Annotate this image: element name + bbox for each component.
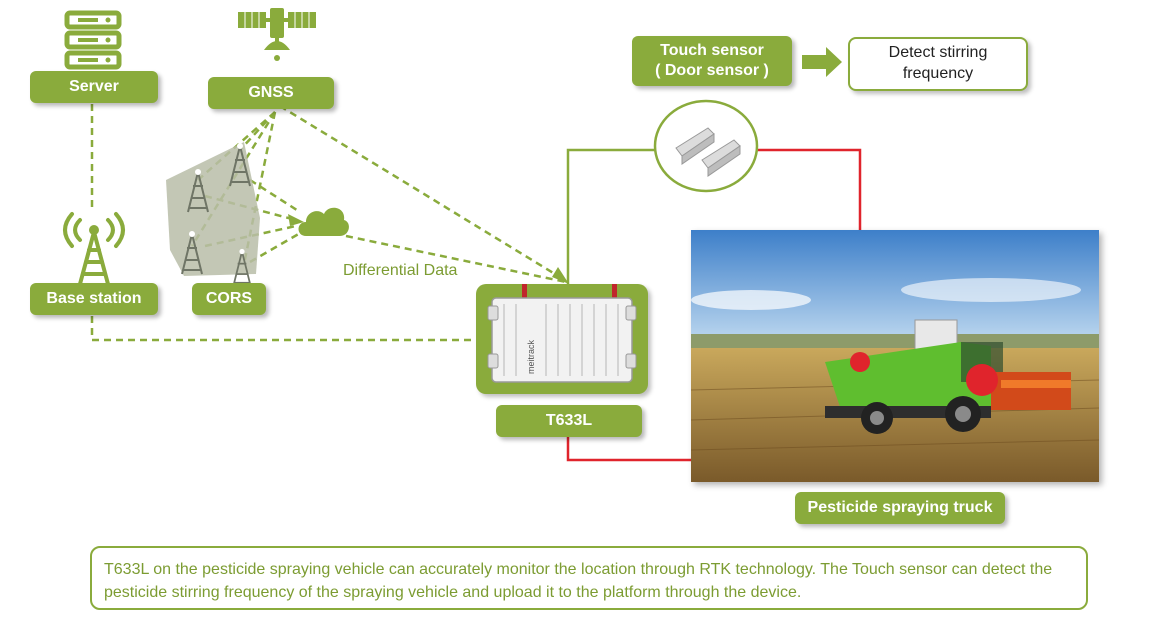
antenna-tower-icon bbox=[63, 212, 125, 286]
tower-icon bbox=[181, 231, 203, 275]
cloud-icon bbox=[298, 207, 349, 236]
detect-label-line2: frequency bbox=[902, 65, 974, 82]
tower-icon bbox=[229, 143, 251, 187]
tracker-device-image: meitrack bbox=[487, 284, 637, 383]
server-label: Server bbox=[30, 71, 158, 103]
pesticide-truck-photo bbox=[691, 230, 1099, 482]
touch-sensor-label: Touch sensor ( Door sensor ) bbox=[632, 36, 792, 86]
touch-sensor-label-line1: Touch sensor bbox=[660, 42, 764, 59]
gnss-label: GNSS bbox=[208, 77, 334, 109]
satellite-icon bbox=[238, 8, 316, 61]
differential-data-label: Differential Data bbox=[343, 262, 458, 279]
detect-label-line1: Detect stirring bbox=[888, 44, 988, 62]
tower-icon bbox=[187, 169, 209, 213]
server-icon bbox=[64, 10, 122, 70]
detect-frequency-box: Detect stirring frequency bbox=[848, 37, 1028, 91]
device-label: T633L bbox=[496, 405, 642, 437]
tower-icon bbox=[232, 248, 252, 287]
device-brand: meitrack bbox=[526, 339, 536, 374]
touch-sensor-label-line2: ( Door sensor ) bbox=[655, 62, 769, 79]
door-sensor-icon bbox=[653, 99, 759, 193]
cors-label: CORS bbox=[192, 283, 266, 315]
description-caption: T633L on the pesticide spraying vehicle … bbox=[90, 546, 1088, 610]
base-station-label: Base station bbox=[30, 283, 158, 315]
truck-label: Pesticide spraying truck bbox=[795, 492, 1005, 524]
